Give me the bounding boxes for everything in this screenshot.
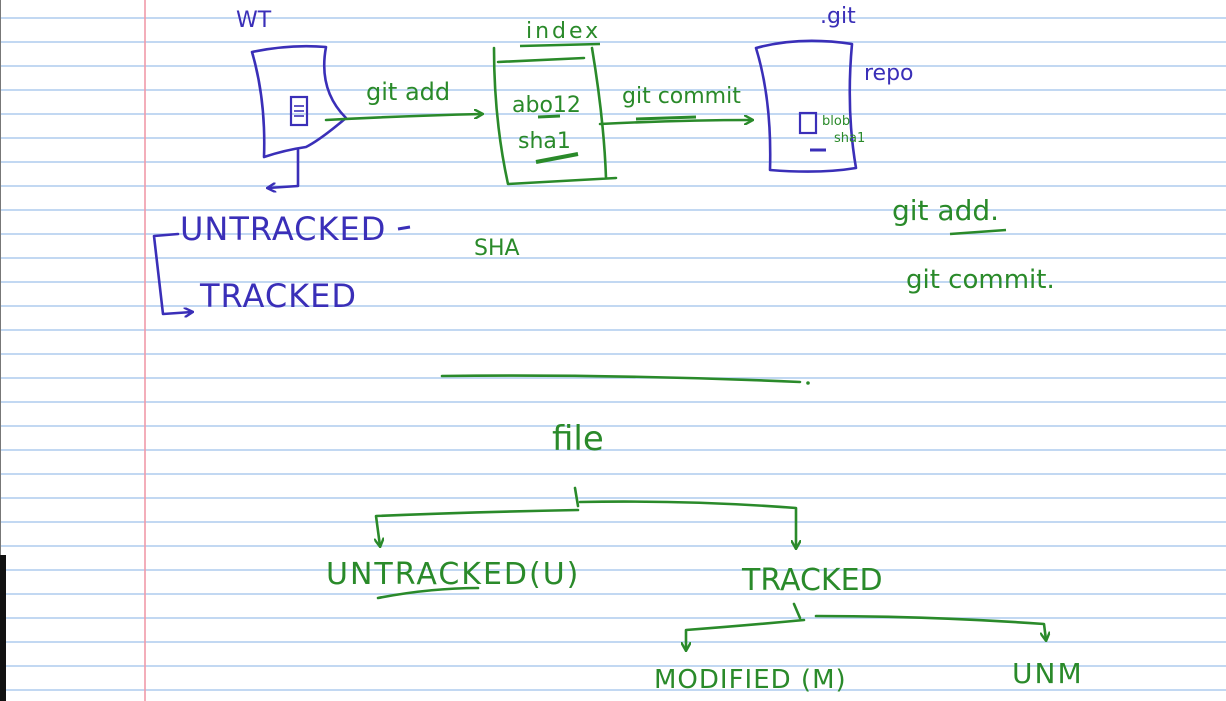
ruled-lines [0,17,1226,691]
wt-label: WT [236,8,272,33]
sha-label: SHA [474,236,520,261]
index-box [492,46,618,186]
file-label: file [552,419,604,459]
modified-label: MODIFIED (M) [654,665,847,695]
git-add-arrow [324,114,482,122]
repo-box [754,39,858,173]
untracked-label-bottom: UNTRACKED(U) [326,557,580,592]
note-git-commit: git commit. [906,265,1055,295]
branch-modified [686,618,806,650]
tracked-label-top: TRACKED [199,277,357,315]
git-commit-arrow-group: git commit [598,84,752,126]
note-git-add-underline [949,228,1007,236]
left-dark-strip [0,555,6,701]
index-sha-mark [535,152,579,164]
git-dir-label: .git [820,4,856,29]
repo-group: .git repo blob sha1 [754,4,914,173]
index-hash: abo12 [512,93,581,118]
section-divider [440,374,802,384]
index-overline [519,42,601,48]
index-group: index abo12 sha1 [492,19,618,186]
untracked-dash [397,225,411,231]
git-add-label: git add [366,78,450,106]
note-git-add: git add. [892,194,999,227]
untracked-to-tracked-bracket [152,232,192,314]
working-tree-group: WT UNTRACKED TRACKED [152,8,411,315]
git-commit-arrow [598,120,752,126]
untracked-label-top: UNTRACKED [180,210,386,248]
index-hash-underline [537,114,561,119]
branch-left [376,508,580,546]
file-stem [573,486,580,508]
untracked-underline [376,586,480,600]
repo-label: repo [864,61,914,86]
git-commit-label: git commit [622,84,741,109]
side-notes: SHA git add. git commit. [474,194,1055,295]
tracked-stem [792,602,802,620]
file-icon [289,95,309,127]
wt-down-arrow [268,148,300,188]
tracked-label-bottom: TRACKED [741,563,883,598]
git-add-arrow-group: git add [324,78,482,122]
index-sha: sha1 [518,129,571,154]
file-tree: file UNTRACKED(U) TRACKED MODIFIED (M) U… [326,419,1084,695]
blob-sha-label: sha1 [834,131,865,146]
git-commit-underline [635,115,697,121]
unmodified-label: UNM [1012,657,1084,690]
branch-right [578,500,796,548]
blob-label: blob [822,114,850,129]
working-tree-box [250,44,348,159]
index-label: index [526,19,601,44]
divider-dot [806,381,810,385]
blob-icon [798,111,818,135]
branch-unmodified [814,614,1046,640]
